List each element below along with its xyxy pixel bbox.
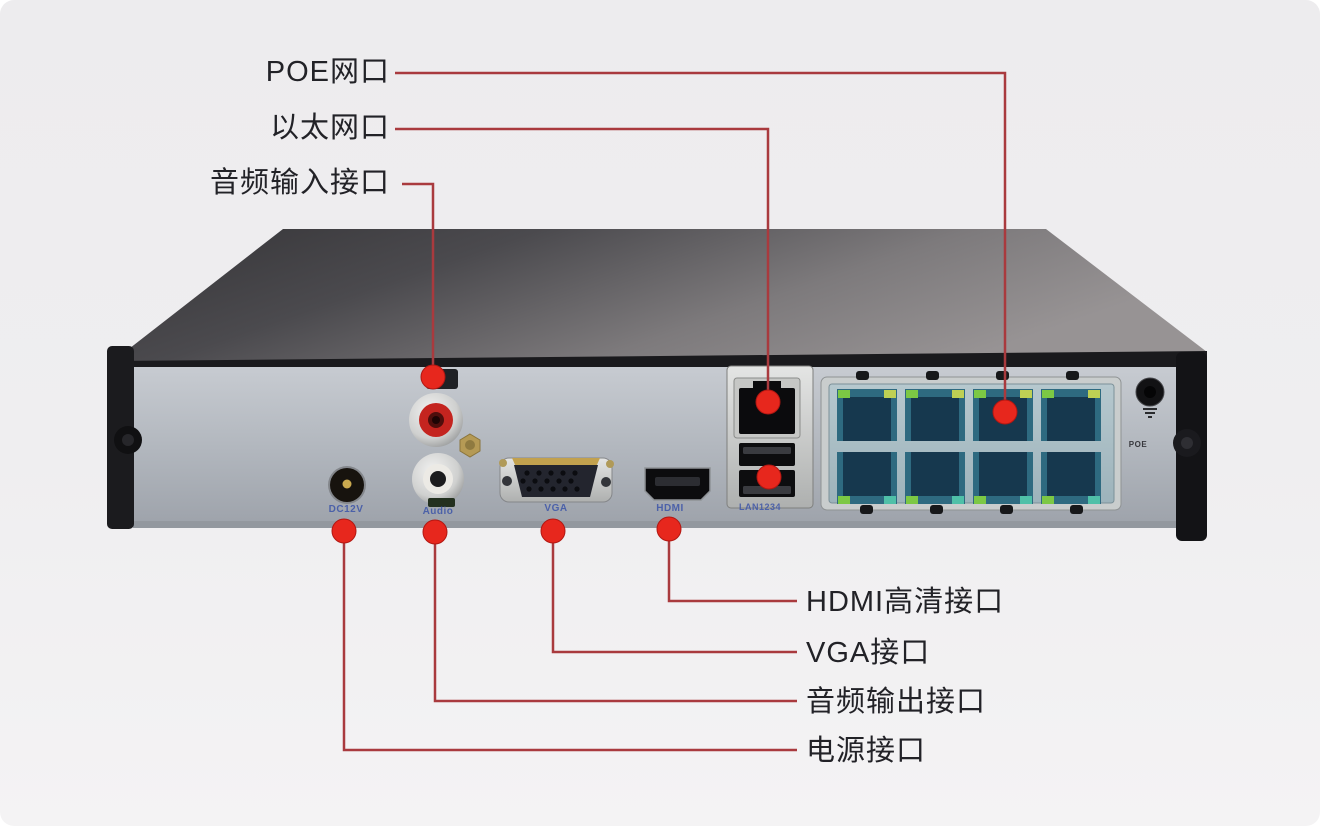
hex-nut-center xyxy=(465,440,475,450)
panel-label-vga: VGA xyxy=(544,503,568,514)
callout-vga-port: VGA接口 xyxy=(806,637,931,669)
right-side-screw-inner xyxy=(1181,437,1193,449)
callout-poe-port: POE网口 xyxy=(265,56,390,88)
panel-label-power: DC12V xyxy=(328,504,364,515)
marker-dot-poe xyxy=(992,399,1018,425)
poe-port-5 xyxy=(837,452,897,504)
lan-usb-module xyxy=(726,365,814,509)
callout-power-port: 电源接口 xyxy=(806,735,927,767)
leader-line-audio-out xyxy=(433,540,797,703)
panel-label-audio: Audio xyxy=(422,506,454,517)
power-jack xyxy=(328,466,366,504)
audio-out-rca-jack xyxy=(412,453,464,505)
chassis-front-rim xyxy=(112,351,1207,371)
callout-ethernet-port: 以太网口 xyxy=(269,112,390,144)
audio-in-rca-jack xyxy=(409,393,463,447)
callout-audio-in-port: 音频输入接口 xyxy=(209,167,390,199)
vga-connector xyxy=(499,457,614,503)
poe-port-2 xyxy=(905,389,965,441)
leader-line-vga xyxy=(551,539,797,654)
marker-dot-ethernet xyxy=(755,389,781,415)
poe-port-4 xyxy=(1041,389,1101,441)
leader-line-audio-in xyxy=(402,182,435,369)
callout-hdmi-port: HDMI高清接口 xyxy=(806,586,1005,618)
audio-label-slot xyxy=(428,498,455,507)
marker-dot-power xyxy=(331,518,357,544)
chassis-top-surface xyxy=(112,229,1207,362)
poe-port-block xyxy=(820,376,1122,511)
hdmi-connector xyxy=(644,467,711,501)
leader-line-hdmi xyxy=(667,537,797,603)
vent-holes xyxy=(856,371,1083,514)
usb-port-1 xyxy=(739,443,795,466)
panel-label-hdmi: HDMI xyxy=(656,503,684,514)
marker-dot-hdmi xyxy=(656,516,682,542)
left-side-screw-inner xyxy=(122,434,134,446)
panel-label-lan: LAN1234 xyxy=(738,502,782,512)
leader-line-ethernet xyxy=(395,127,770,394)
rear-panel-bottom-shadow xyxy=(133,521,1176,528)
panel-label-poe: POE xyxy=(1128,440,1148,449)
marker-dot-usb xyxy=(756,464,782,490)
poe-port-6 xyxy=(905,452,965,504)
leader-line-power xyxy=(342,539,797,752)
marker-dot-audio-in xyxy=(420,364,446,390)
poe-port-7 xyxy=(973,452,1033,504)
marker-dot-vga xyxy=(540,518,566,544)
marker-dot-audio-out xyxy=(422,519,448,545)
callout-audio-out-port: 音频输出接口 xyxy=(806,686,987,718)
poe-port-1 xyxy=(837,389,897,441)
grounding-screw xyxy=(1135,377,1165,418)
poe-port-8 xyxy=(1041,452,1101,504)
leader-line-poe xyxy=(395,71,1007,404)
